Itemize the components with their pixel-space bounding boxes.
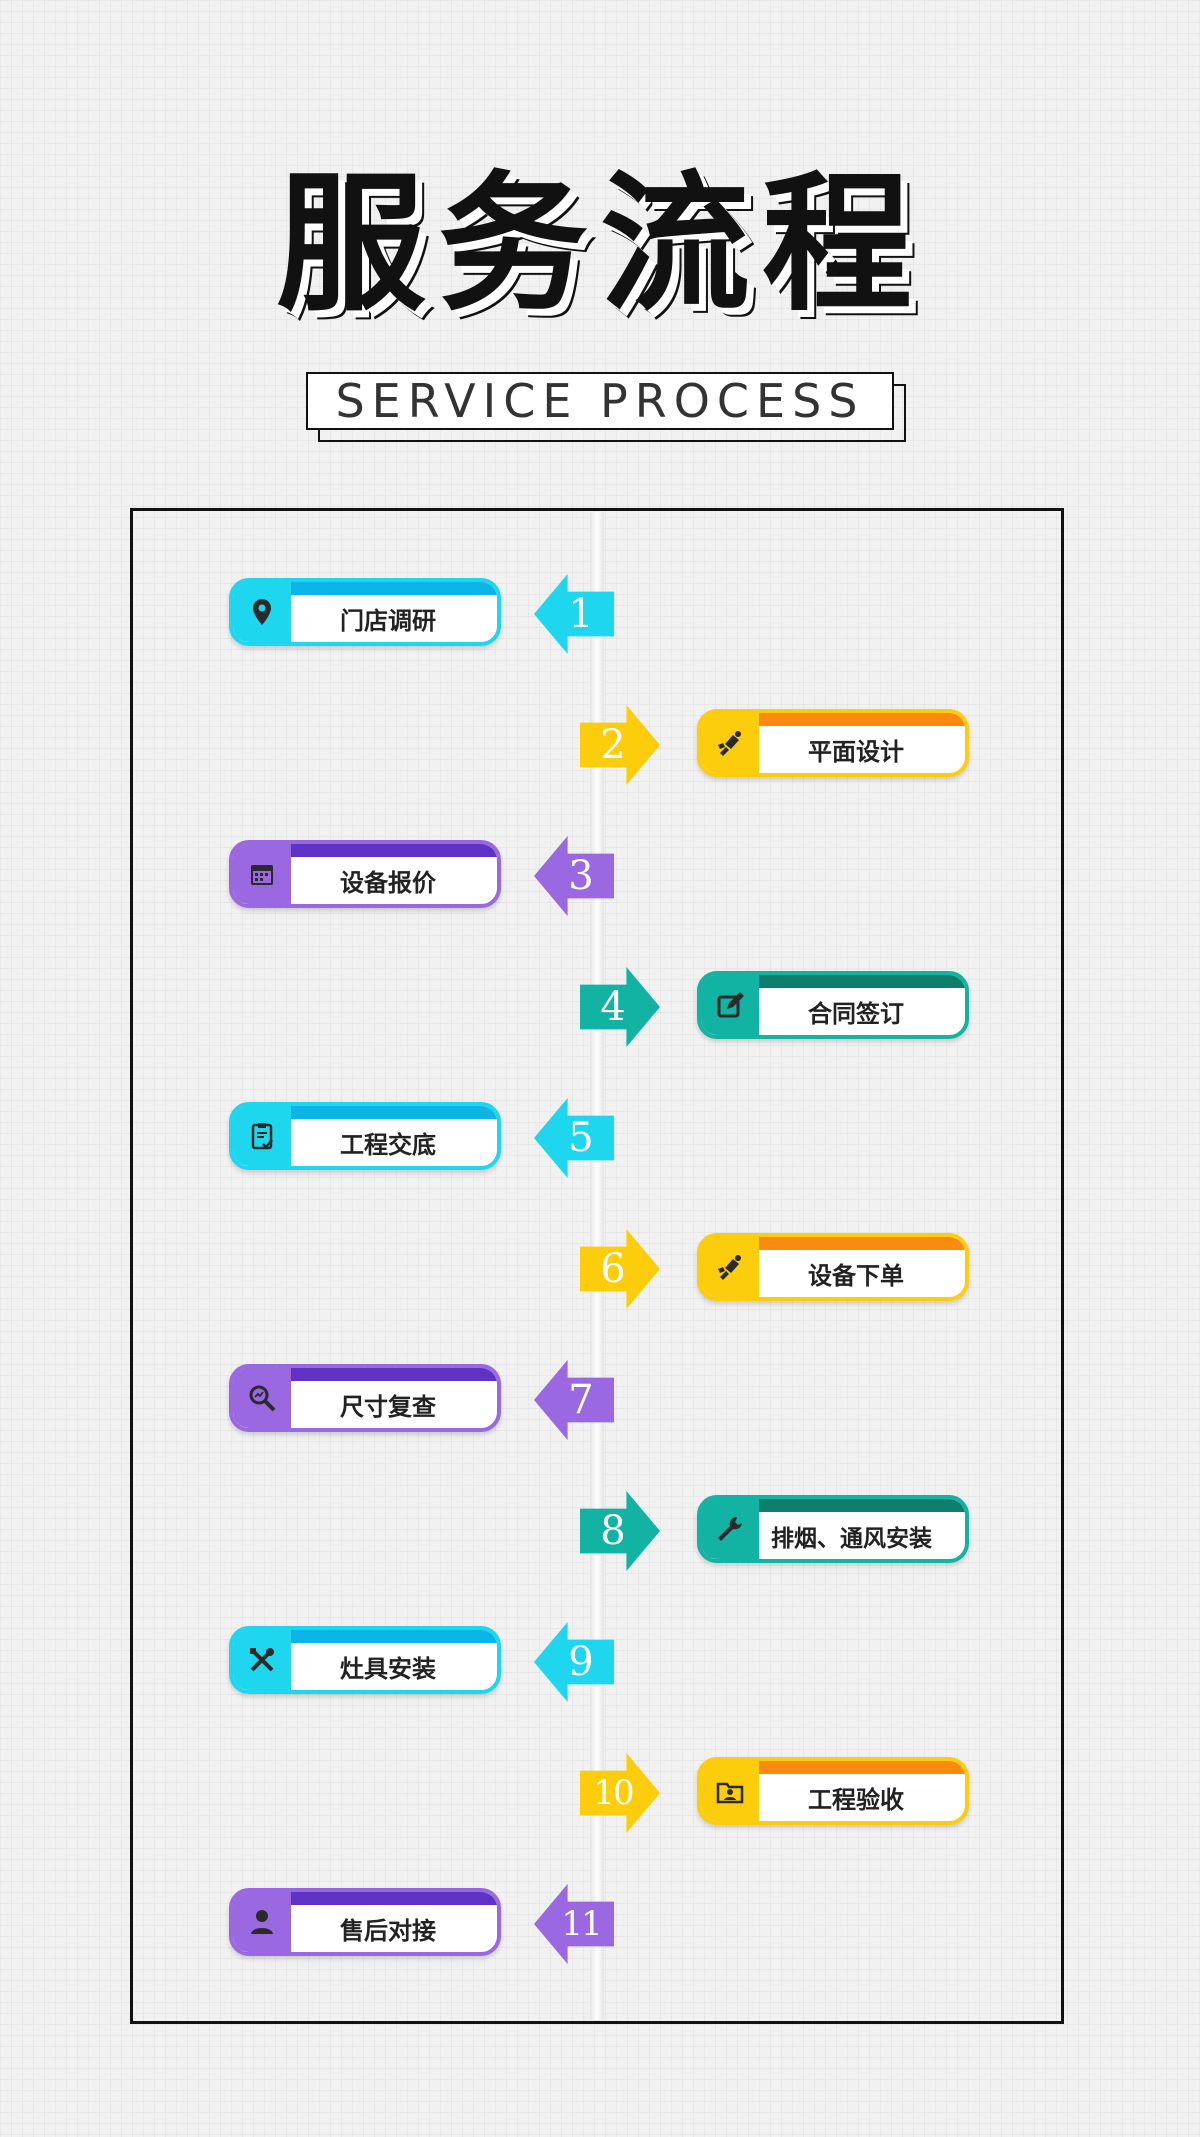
tools-cross-icon — [233, 1630, 291, 1690]
step-label: 工程交底 — [340, 1131, 436, 1159]
step-label: 设备下单 — [808, 1262, 904, 1290]
edit-icon — [701, 975, 759, 1035]
magnifier-icon — [233, 1368, 291, 1428]
wrench-icon — [701, 1499, 759, 1559]
clipboard-check-icon — [233, 1106, 291, 1166]
step-label: 门店调研 — [340, 607, 436, 635]
step-card-10: 工程验收 — [697, 1757, 969, 1825]
step-card-stripe — [701, 1499, 965, 1512]
step-label: 尺寸复查 — [340, 1393, 436, 1421]
person-icon — [233, 1892, 291, 1952]
design-hand-icon — [701, 1237, 759, 1297]
step-label: 平面设计 — [808, 738, 904, 766]
calendar-icon — [233, 844, 291, 904]
step-card-8: 排烟、通风安装 — [697, 1495, 969, 1563]
step-card-6: 设备下单 — [697, 1233, 969, 1301]
step-card-4: 合同签订 — [697, 971, 969, 1039]
step-card-stripe — [701, 713, 965, 726]
folder-person-icon — [701, 1761, 759, 1821]
step-label: 设备报价 — [340, 869, 436, 897]
page-subtitle: SERVICE PROCESS — [306, 372, 894, 430]
step-card-stripe — [701, 1761, 965, 1774]
step-card-9: 灶具安装 — [229, 1626, 501, 1694]
process-panel — [130, 508, 1064, 2024]
step-label: 工程验收 — [808, 1786, 904, 1814]
step-label: 排烟、通风安装 — [771, 1525, 932, 1552]
step-card-stripe — [233, 1630, 497, 1643]
step-card-stripe — [701, 1237, 965, 1250]
step-card-2: 平面设计 — [697, 709, 969, 777]
page-title: 服务流程 — [275, 158, 924, 332]
step-label: 灶具安装 — [340, 1655, 436, 1683]
step-card-7: 尺寸复查 — [229, 1364, 501, 1432]
design-hand-icon — [701, 713, 759, 773]
step-card-stripe — [233, 1892, 497, 1905]
step-card-stripe — [233, 1106, 497, 1119]
step-card-3: 设备报价 — [229, 840, 501, 908]
step-card-stripe — [701, 975, 965, 988]
step-label: 合同签订 — [808, 1000, 904, 1028]
step-card-11: 售后对接 — [229, 1888, 501, 1956]
step-card-stripe — [233, 844, 497, 857]
step-card-stripe — [233, 582, 497, 595]
step-card-5: 工程交底 — [229, 1102, 501, 1170]
map-pin-icon — [233, 582, 291, 642]
step-label: 售后对接 — [340, 1917, 436, 1945]
step-card-stripe — [233, 1368, 497, 1381]
subtitle-box: SERVICE PROCESS — [306, 372, 906, 442]
step-card-1: 门店调研 — [229, 578, 501, 646]
